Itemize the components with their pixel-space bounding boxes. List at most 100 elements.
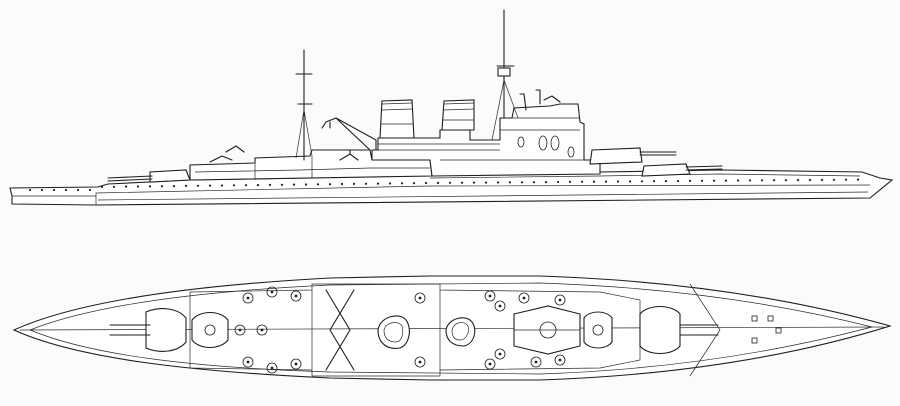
porthole <box>724 179 728 182</box>
porthole <box>376 182 380 185</box>
porthole <box>184 184 188 187</box>
gun-mount <box>484 358 496 370</box>
porthole <box>328 183 332 186</box>
plan-turret-b <box>583 311 613 349</box>
side-waterline <box>95 184 871 205</box>
gun-mount-center <box>558 358 562 362</box>
porthole <box>124 185 128 188</box>
porthole <box>616 180 620 183</box>
porthole <box>640 180 644 183</box>
porthole <box>232 184 236 187</box>
plan-secondary-mounts <box>234 286 566 374</box>
porthole <box>580 180 584 183</box>
porthole <box>736 179 740 182</box>
porthole <box>220 184 224 187</box>
porthole <box>364 182 368 185</box>
side-turret-x <box>149 169 191 183</box>
side-turret-a <box>589 147 643 165</box>
gun-mount <box>290 290 302 302</box>
side-turret-b <box>641 163 691 177</box>
porthole <box>844 178 848 181</box>
porthole <box>412 182 416 185</box>
porthole <box>604 180 608 183</box>
porthole <box>388 182 392 185</box>
gun-mount-center <box>294 362 298 366</box>
porthole <box>832 178 836 181</box>
porthole <box>628 180 632 183</box>
porthole <box>28 188 32 192</box>
gun-mount-center <box>534 360 538 364</box>
porthole <box>700 179 704 182</box>
gun-mount <box>484 290 496 302</box>
porthole <box>136 185 140 188</box>
gun-mount <box>530 356 542 368</box>
gun-mount-center <box>294 294 298 298</box>
plan-turret-y <box>191 311 229 349</box>
porthole <box>256 184 260 187</box>
plan-funnel-aft <box>377 315 410 349</box>
porthole <box>748 179 752 182</box>
porthole <box>148 185 152 188</box>
gun-mount <box>242 292 254 304</box>
porthole <box>268 183 272 186</box>
porthole <box>76 188 80 192</box>
gun-mount <box>494 300 506 312</box>
gun-mount <box>414 292 426 304</box>
side-crane <box>321 117 377 151</box>
gun-mount <box>266 286 278 298</box>
gun-mount <box>554 294 566 306</box>
side-hull <box>9 169 894 206</box>
porthole <box>796 179 800 182</box>
side-funnel-fore <box>441 99 475 131</box>
porthole <box>112 185 116 188</box>
porthole <box>496 181 500 184</box>
gun-mount <box>494 348 506 360</box>
porthole <box>532 181 536 184</box>
porthole <box>676 179 680 183</box>
gun-mount-center <box>488 362 492 366</box>
porthole <box>400 182 404 185</box>
porthole <box>196 184 200 187</box>
porthole <box>544 181 548 184</box>
porthole <box>484 181 488 184</box>
side-portholes <box>28 178 860 192</box>
porthole <box>784 179 788 182</box>
porthole <box>316 183 320 186</box>
gun-mount <box>256 324 268 336</box>
side-funnel-aft <box>379 99 415 139</box>
gun-mount <box>266 362 278 374</box>
gun-mount-center <box>498 352 502 356</box>
porthole <box>280 183 284 186</box>
porthole <box>40 188 44 192</box>
gun-mount <box>234 324 246 336</box>
porthole <box>688 179 692 182</box>
gun-mount-center <box>488 294 492 298</box>
porthole <box>664 180 668 183</box>
porthole <box>652 180 656 183</box>
plan-turret-x <box>109 308 187 352</box>
porthole <box>712 179 716 182</box>
side-fore-mast <box>491 9 561 141</box>
gun-mount-center <box>418 296 422 300</box>
porthole <box>592 180 596 183</box>
gun-mount <box>414 356 426 368</box>
gun-mount-center <box>418 360 422 364</box>
plan-superstructure <box>189 283 641 377</box>
porthole <box>304 183 308 186</box>
porthole <box>424 181 428 185</box>
gun-mount-center <box>558 298 562 302</box>
gun-mount <box>518 292 530 304</box>
porthole <box>808 178 812 182</box>
porthole <box>436 181 440 184</box>
porthole <box>508 181 512 184</box>
side-profile <box>9 9 894 206</box>
gun-mount-center <box>270 290 274 294</box>
porthole <box>760 179 764 182</box>
plan-turret-a <box>639 305 719 355</box>
porthole <box>100 185 104 188</box>
porthole <box>472 181 476 184</box>
porthole <box>160 185 164 188</box>
gun-mount-center <box>238 328 242 332</box>
